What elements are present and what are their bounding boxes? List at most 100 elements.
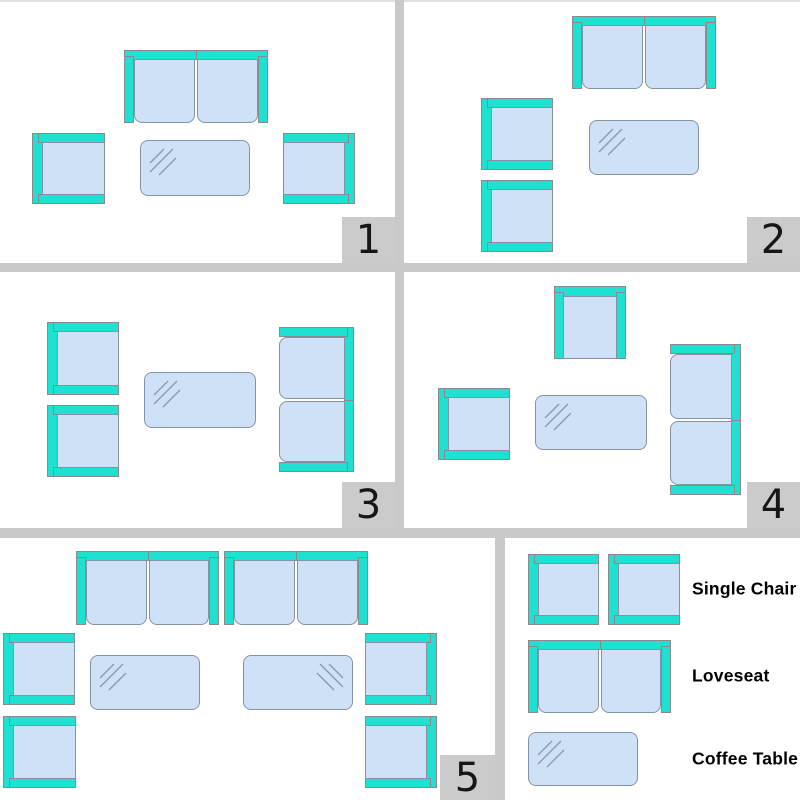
loveseat-cushion (86, 560, 147, 625)
coffee-table (528, 732, 638, 786)
glass-lines-icon (149, 148, 177, 176)
loveseat (124, 50, 268, 123)
loveseat-back-seam (148, 552, 149, 560)
loveseat-back-seam (345, 400, 353, 401)
layout-panel-4: 4 (404, 272, 800, 528)
loveseat-cushion (297, 560, 358, 625)
glass-lines-icon (598, 128, 626, 156)
chair-cushion (365, 725, 427, 779)
chair-arm (9, 778, 76, 788)
loveseat-back-seam (196, 51, 197, 59)
loveseat-cushion (670, 354, 732, 419)
loveseat-back (76, 551, 219, 561)
loveseat-arm (706, 22, 716, 89)
single-chair (481, 98, 553, 170)
single-chair (3, 716, 76, 788)
chair-arm (38, 194, 105, 204)
loveseat (528, 640, 671, 713)
loveseat-cushion (601, 649, 661, 713)
loveseat-cushion (582, 25, 643, 89)
chair-cushion (283, 142, 345, 195)
chair-arm (487, 160, 553, 170)
panel-number-badge: 3 (342, 482, 395, 528)
chair-cushion (365, 642, 427, 696)
single-chair (47, 405, 119, 477)
panel-divider (495, 528, 505, 800)
loveseat-cushion (645, 25, 706, 89)
loveseat-arm (358, 557, 368, 625)
loveseat-back (528, 640, 671, 650)
single-chair (32, 133, 105, 204)
loveseat-cushion (279, 337, 345, 399)
coffee-table (144, 372, 256, 428)
legend-label: Coffee Table (692, 748, 799, 769)
panel-number-badge: 1 (342, 217, 395, 263)
chair-cushion (57, 331, 119, 386)
legend-label: Single Chair (692, 578, 797, 599)
layout-panel-5: 5 (0, 538, 495, 800)
loveseat-back-seam (600, 641, 601, 649)
chair-cushion (538, 563, 599, 616)
chair-cushion (13, 642, 75, 696)
chair-arm (53, 385, 119, 395)
chair-cushion (563, 296, 617, 359)
loveseat-cushion (149, 560, 209, 625)
loveseat-arm (76, 557, 86, 625)
panel-number-badge: 2 (747, 217, 800, 263)
loveseat-back (344, 327, 354, 472)
loveseat-cushion (234, 560, 295, 625)
chair-arm (9, 695, 75, 705)
chair-cushion (57, 414, 119, 468)
coffee-table (140, 140, 250, 196)
panel-number: 3 (355, 482, 382, 528)
loveseat-arm (670, 344, 735, 354)
glass-lines-icon (316, 663, 344, 691)
glass-lines-icon (544, 403, 572, 431)
layout-panel-1: 1 (0, 2, 395, 263)
loveseat-arm (528, 646, 538, 713)
chair-cushion (448, 397, 510, 451)
legend-label: Loveseat (692, 665, 770, 686)
coffee-table (535, 395, 647, 450)
loveseat-cushion (279, 401, 345, 462)
loveseat-back-seam (296, 552, 297, 560)
loveseat-arm (209, 557, 219, 625)
chair-cushion (491, 107, 553, 161)
panel-number: 1 (355, 217, 382, 263)
glass-lines-icon (537, 740, 565, 768)
loveseat (572, 16, 716, 89)
chair-cushion (13, 725, 76, 779)
chair-cushion (42, 142, 105, 195)
loveseat-back-seam (644, 17, 645, 25)
single-chair (365, 716, 437, 788)
layout-panel-2: 2 (404, 2, 800, 263)
loveseat (279, 327, 354, 472)
loveseat-cushion (538, 649, 599, 713)
chair-arm (534, 615, 599, 625)
single-chair (608, 554, 680, 625)
loveseat-arm (572, 22, 582, 89)
coffee-table (90, 655, 200, 710)
loveseat-arm (124, 56, 134, 123)
chair-arm (53, 467, 119, 477)
loveseat (224, 551, 368, 625)
single-chair (528, 554, 599, 625)
chair-arm (614, 615, 680, 625)
chair-cushion (491, 189, 553, 243)
loveseat-arm (279, 327, 348, 337)
single-chair (3, 633, 75, 705)
loveseat-arm (279, 462, 348, 472)
chair-arm (365, 695, 431, 705)
panel-number-badge: 4 (747, 482, 800, 528)
chair-arm (487, 242, 553, 252)
loveseat-cushion (197, 59, 258, 123)
single-chair (438, 388, 510, 460)
panel-number: 2 (760, 217, 787, 263)
chair-arm (365, 778, 431, 788)
layout-panel-3: 3 (0, 272, 395, 528)
chair-arm (283, 194, 349, 204)
panel-number-badge: 5 (440, 755, 495, 800)
panel-divider (0, 528, 800, 538)
